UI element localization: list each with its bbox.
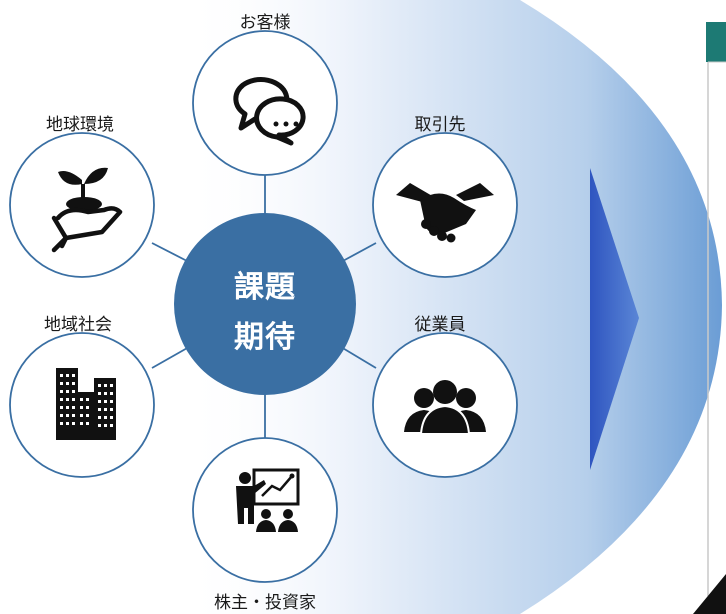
handshake-icon [396, 183, 494, 243]
label-shareholders: 株主・投資家 [214, 593, 316, 612]
center-circle [174, 213, 356, 395]
buildings-icon [56, 368, 116, 440]
side-panel-dark-corner [693, 574, 726, 614]
center-label-expectations: 期待 [234, 321, 296, 354]
center-label-issues: 課題 [234, 271, 296, 304]
side-panel-header [706, 22, 726, 62]
connector-lines [151, 175, 377, 438]
right-arrow [590, 168, 639, 470]
label-suppliers: 取引先 [414, 115, 466, 134]
plant-in-hand-icon [51, 167, 123, 253]
label-employees: 従業員 [414, 315, 466, 334]
label-community: 地域社会 [44, 315, 112, 334]
presentation-chart-icon [236, 468, 300, 532]
speech-bubbles-icon [233, 77, 306, 146]
label-environment: 地球環境 [46, 115, 114, 134]
side-panel [693, 22, 726, 614]
label-customers: お客様 [239, 13, 291, 32]
people-group-icon [404, 380, 486, 435]
